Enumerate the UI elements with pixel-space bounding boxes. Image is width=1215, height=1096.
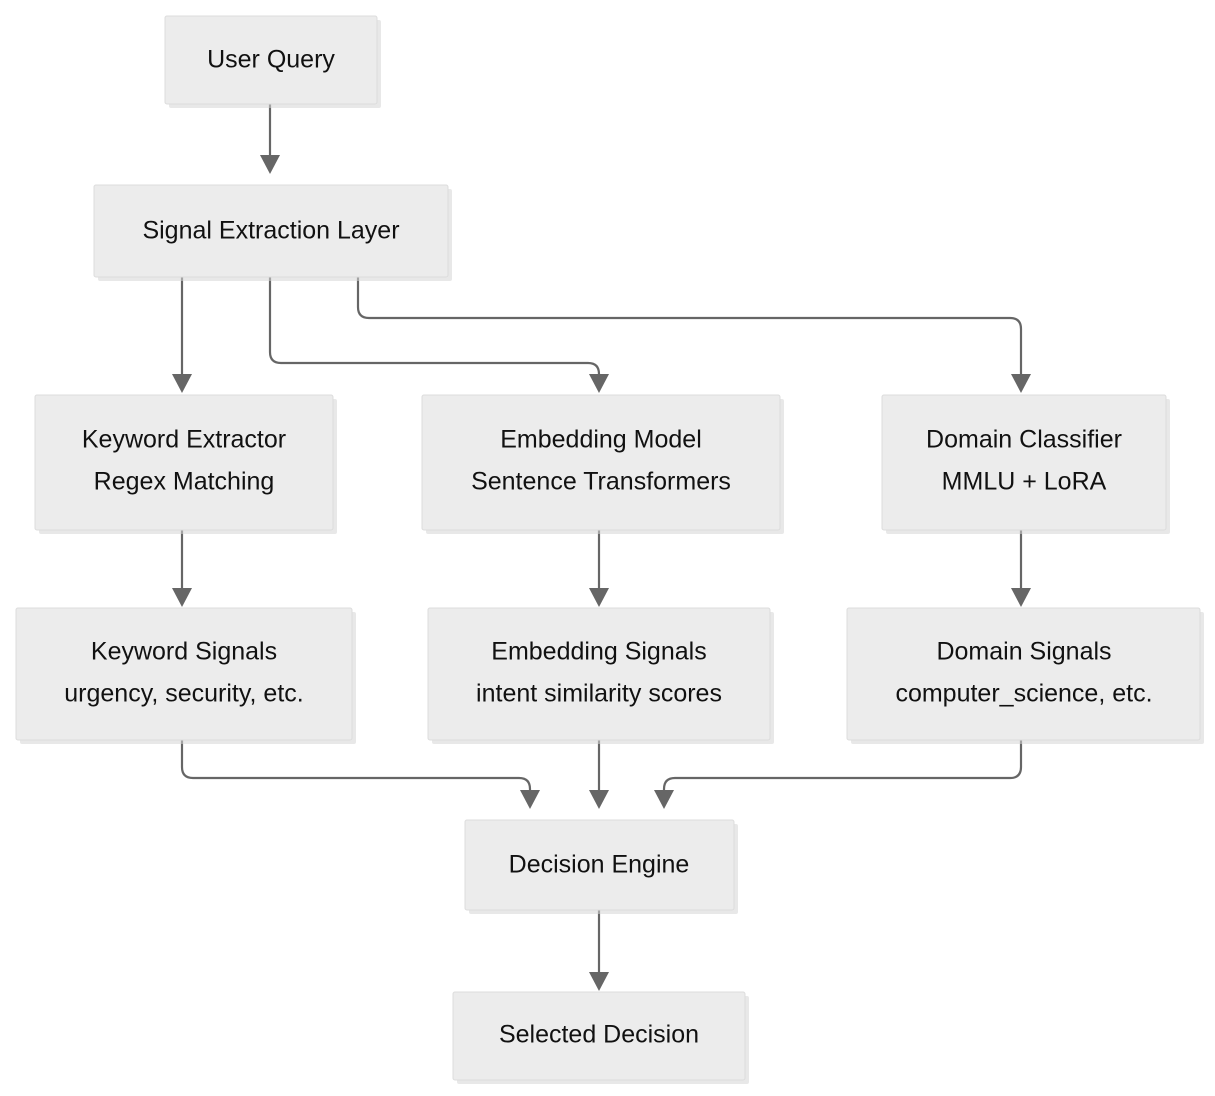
node-embedding-model[interactable]: Embedding Model Sentence Transformers xyxy=(421,394,784,534)
node-domain-signals[interactable]: Domain Signals computer_science, etc. xyxy=(846,607,1204,744)
edge-user-query-to-signal-extraction xyxy=(260,104,280,174)
node-embedding-signals-subtitle: intent similarity scores xyxy=(476,680,722,708)
edge-keyword-extractor-to-keyword-signals xyxy=(172,530,192,607)
node-domain-signals-title: Domain Signals xyxy=(936,638,1111,666)
edge-keyword-signals-to-decision-engine xyxy=(180,740,540,809)
node-embedding-signals[interactable]: Embedding Signals intent similarity scor… xyxy=(427,607,774,744)
node-domain-signals-subtitle: computer_science, etc. xyxy=(895,680,1152,708)
node-keyword-signals-subtitle: urgency, security, etc. xyxy=(64,680,303,708)
edge-domain-classifier-to-domain-signals xyxy=(1011,530,1031,607)
node-user-query-label: User Query xyxy=(207,46,335,74)
node-domain-classifier[interactable]: Domain Classifier MMLU + LoRA xyxy=(881,394,1170,534)
node-decision-engine[interactable]: Decision Engine xyxy=(464,819,738,914)
edge-signal-extraction-to-embedding-model xyxy=(268,277,609,393)
edge-embedding-signals-to-decision-engine xyxy=(589,740,609,809)
edge-embedding-model-to-embedding-signals xyxy=(589,530,609,607)
node-keyword-extractor-subtitle: Regex Matching xyxy=(94,468,275,496)
node-signal-extraction-layer[interactable]: Signal Extraction Layer xyxy=(93,184,452,281)
node-keyword-extractor-title: Keyword Extractor xyxy=(82,426,286,454)
node-embedding-model-subtitle: Sentence Transformers xyxy=(471,468,731,496)
node-selected-decision[interactable]: Selected Decision xyxy=(452,991,749,1084)
node-embedding-signals-title: Embedding Signals xyxy=(491,638,706,666)
nodes-layer: User Query Signal Extraction Layer Keywo… xyxy=(15,15,1204,1084)
node-keyword-signals[interactable]: Keyword Signals urgency, security, etc. xyxy=(15,607,356,744)
edge-signal-extraction-to-domain-classifier xyxy=(356,277,1031,393)
node-keyword-signals-title: Keyword Signals xyxy=(91,638,277,666)
node-domain-classifier-title: Domain Classifier xyxy=(926,426,1122,454)
edge-domain-signals-to-decision-engine xyxy=(654,740,1023,809)
edge-signal-extraction-to-keyword-extractor xyxy=(172,277,192,393)
node-decision-engine-label: Decision Engine xyxy=(509,851,690,879)
node-embedding-model-title: Embedding Model xyxy=(500,426,702,454)
node-user-query[interactable]: User Query xyxy=(164,15,381,108)
node-domain-classifier-subtitle: MMLU + LoRA xyxy=(942,468,1107,496)
edges-layer xyxy=(172,104,1031,991)
node-selected-decision-label: Selected Decision xyxy=(499,1021,699,1049)
edge-decision-engine-to-selected-decision xyxy=(589,910,609,991)
node-signal-extraction-layer-label: Signal Extraction Layer xyxy=(142,217,399,245)
node-keyword-extractor[interactable]: Keyword Extractor Regex Matching xyxy=(34,394,337,534)
